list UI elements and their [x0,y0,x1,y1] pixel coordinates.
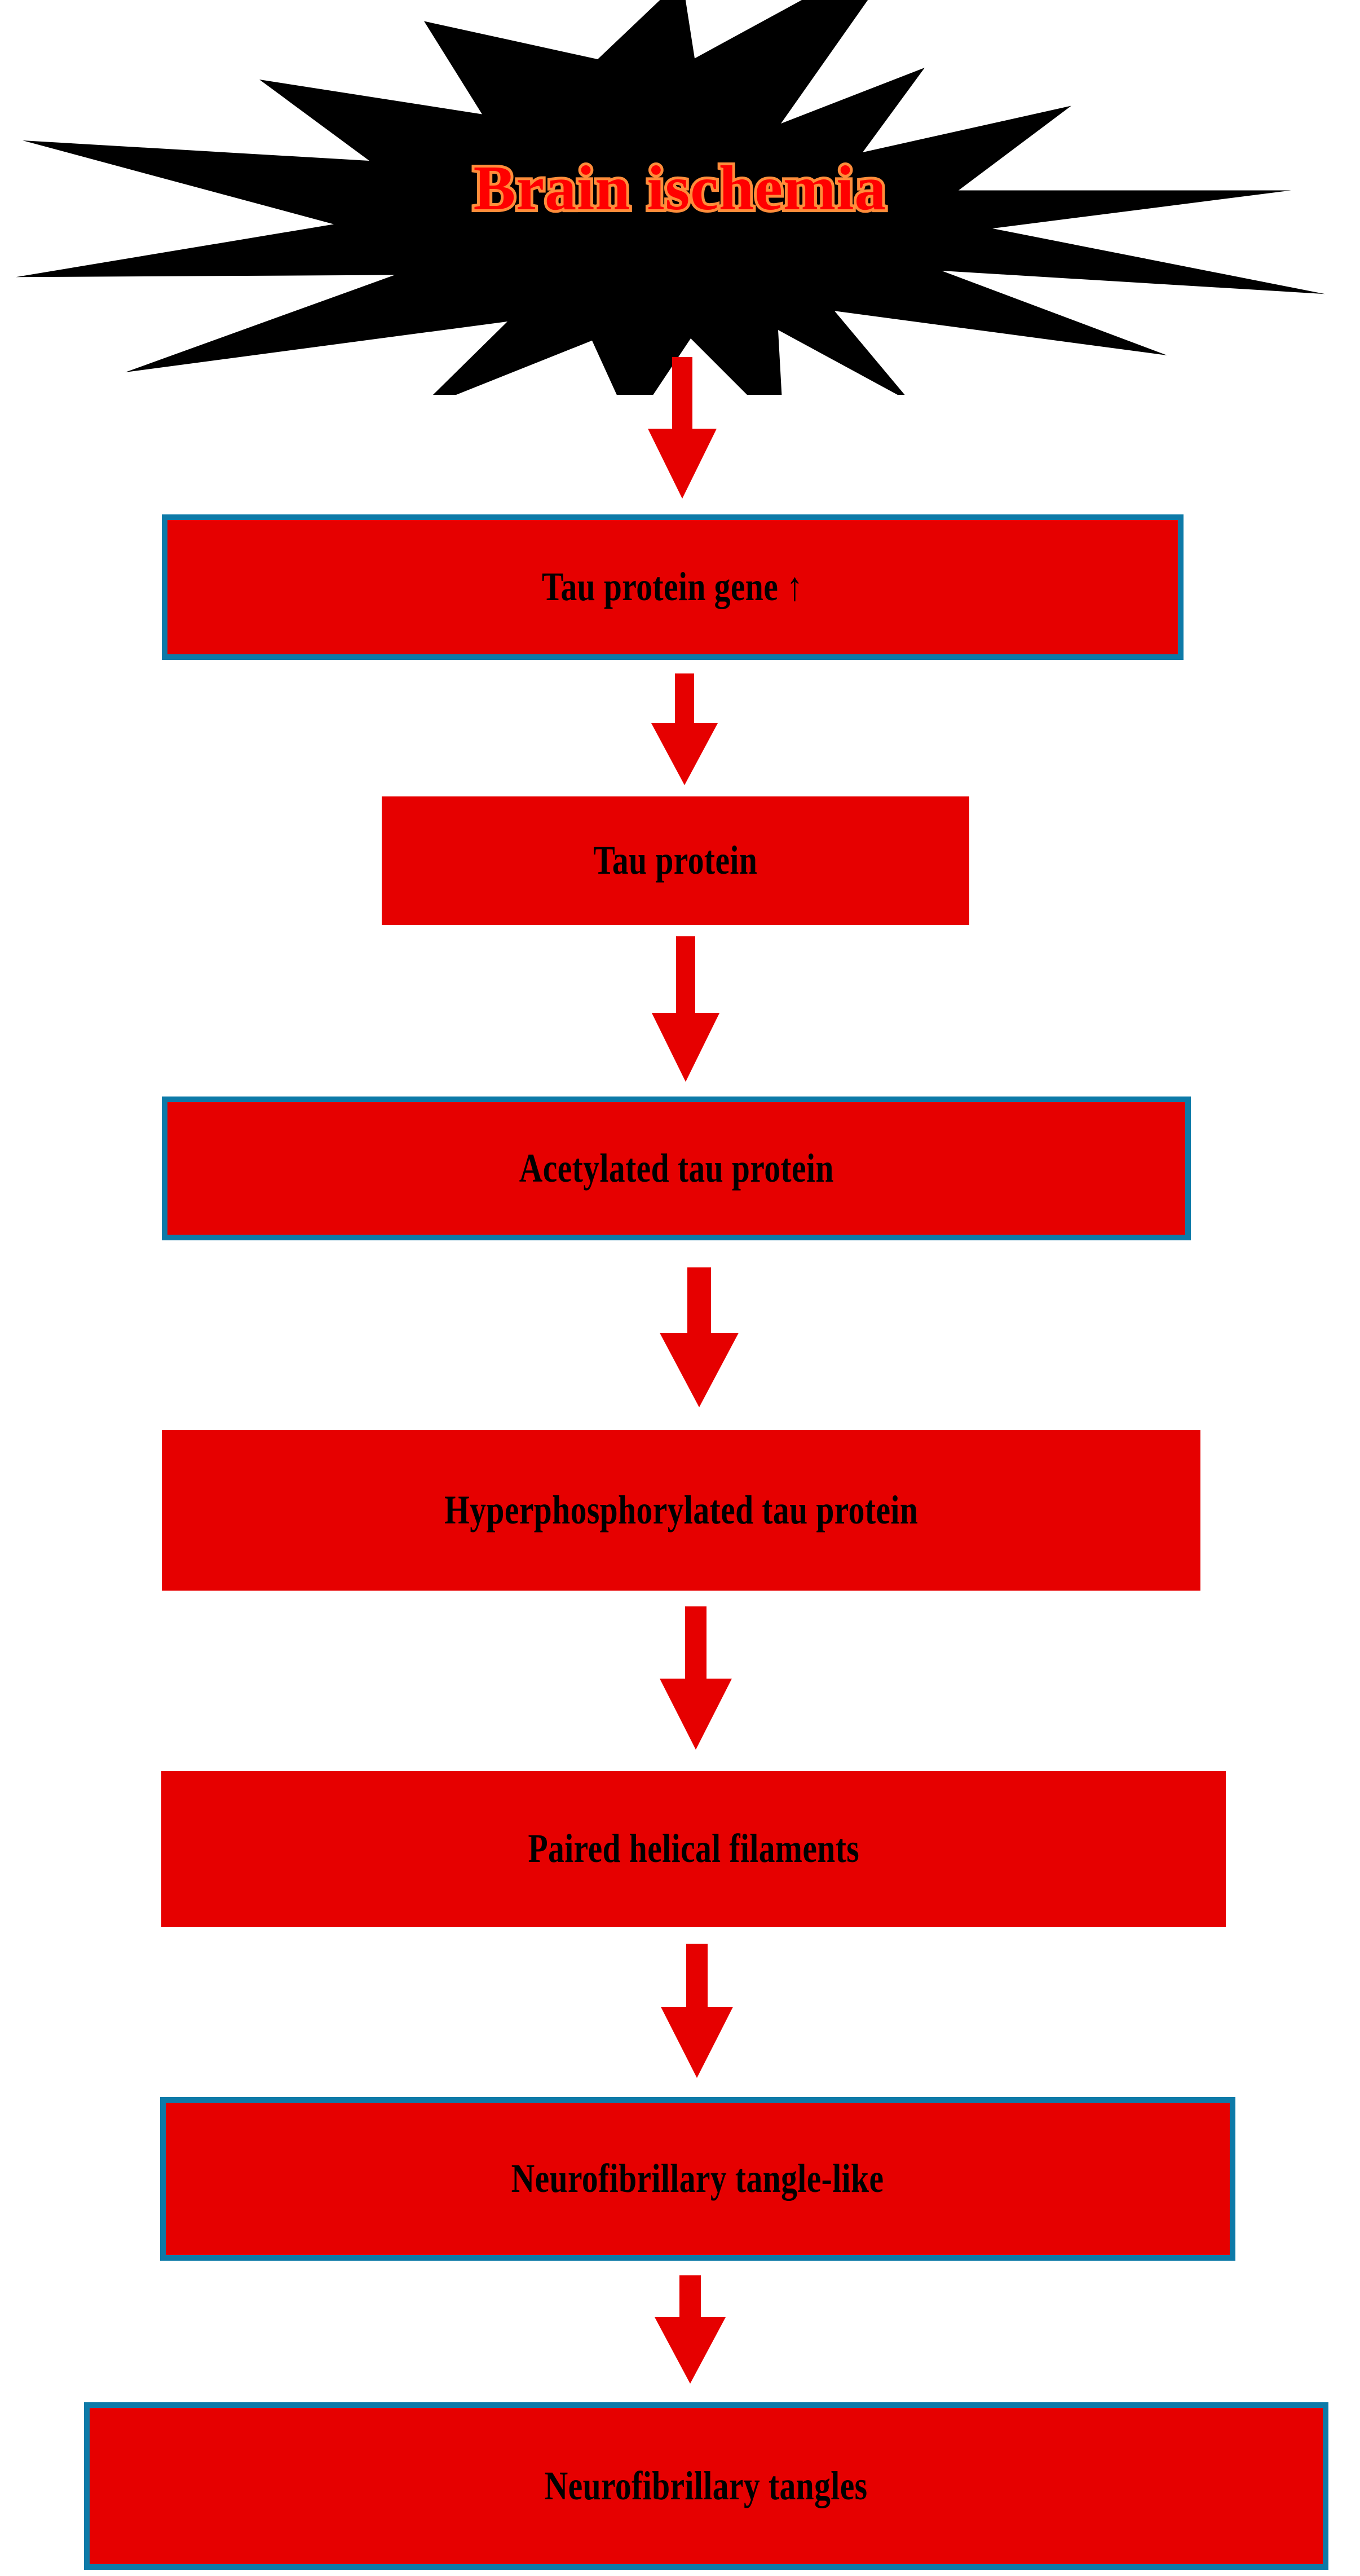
node-label-paired-helical-filaments: Paired helical filaments [528,1826,859,1872]
node-label-hyperphosphorylated-tau: Hyperphosphorylated tau protein [444,1487,919,1533]
node-label-neurofibrillary-tangle-like: Neurofibrillary tangle-like [511,2156,884,2201]
brain-ischemia-burst: Brain ischemia Brain ischemia Brain isch… [0,0,1360,395]
node-label-tau-protein: Tau protein [593,838,758,883]
node-neurofibrillary-tangle-like[interactable]: Neurofibrillary tangle-like [160,2097,1235,2261]
node-label-neurofibrillary-tangles: Neurofibrillary tangles [545,2463,868,2508]
node-paired-helical-filaments[interactable]: Paired helical filaments [161,1771,1226,1927]
arrow-burst-to-gene-icon [648,357,717,499]
arrow-phf-to-nftlike-icon [661,1944,733,2078]
burst-shape-icon [16,0,1325,395]
node-label-acetylated-tau-protein: Acetylated tau protein [519,1145,834,1191]
node-acetylated-tau-protein[interactable]: Acetylated tau protein [162,1097,1191,1240]
node-label-tau-protein-gene: Tau protein gene ↑ [542,564,803,610]
arrow-gene-to-tau-icon [651,673,718,785]
node-neurofibrillary-tangles[interactable]: Neurofibrillary tangles [84,2402,1328,2570]
arrow-tau-to-acetyl-icon [652,936,719,1082]
node-tau-protein[interactable]: Tau protein [382,796,969,925]
arrow-hyper-to-phf-icon [660,1606,732,1750]
node-tau-protein-gene[interactable]: Tau protein gene ↑ [162,514,1184,660]
node-hyperphosphorylated-tau[interactable]: Hyperphosphorylated tau protein [162,1430,1200,1591]
arrow-acetyl-to-hyper-icon [660,1267,739,1407]
arrow-nftlike-to-nft-icon [655,2275,726,2384]
